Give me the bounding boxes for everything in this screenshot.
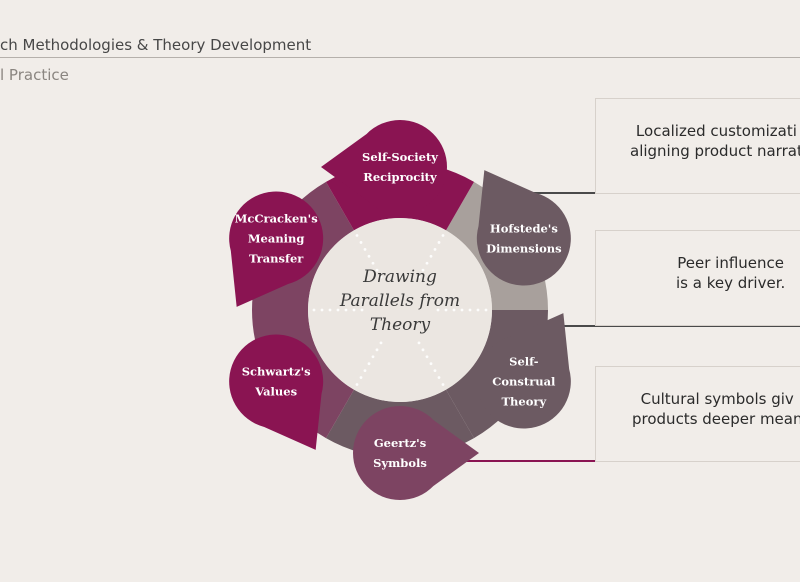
hub-dot	[436, 308, 440, 312]
hub-dot	[425, 261, 429, 265]
petal-1	[476, 170, 571, 286]
hub-dot	[468, 308, 472, 312]
petal-label-line: Transfer	[249, 252, 304, 266]
hub-dot	[355, 383, 359, 386]
hub-dot	[452, 308, 456, 312]
hub-dot	[363, 369, 367, 373]
hub-dot	[429, 254, 433, 258]
hub-dot	[417, 275, 421, 279]
hub-dot	[441, 234, 445, 237]
hub-dot	[375, 268, 379, 272]
hub-dot	[371, 261, 375, 265]
petal-label-line: Reciprocity	[363, 170, 437, 184]
petal-label-line: Geertz's	[374, 436, 426, 450]
hub-dot	[320, 308, 324, 312]
petal-label-line: Construal	[492, 375, 556, 389]
hub-dot	[360, 308, 364, 312]
hub-dot	[421, 268, 425, 272]
callout-text-3: Cultural symbols giv products deeper mea…	[632, 390, 800, 428]
petal-label-line: Values	[254, 385, 297, 399]
hub-dot	[476, 308, 480, 312]
petal-5	[229, 191, 324, 307]
hub-dot	[336, 308, 340, 312]
petal-label-line: Schwartz's	[242, 365, 311, 379]
hub-dot	[379, 275, 383, 279]
petal-3	[353, 406, 479, 501]
hub-dot	[484, 308, 488, 312]
center-title-line: Parallels from	[339, 291, 460, 311]
hub-dot	[355, 234, 359, 237]
callout-box-3: Cultural symbols giv products deeper mea…	[595, 366, 800, 462]
hub-dot	[429, 362, 433, 366]
hub-dot	[417, 341, 421, 345]
petal-label-line: Hofstede's	[490, 222, 558, 236]
petal-2	[476, 313, 571, 429]
petal-label-line: Dimensions	[486, 242, 562, 256]
hub-circle	[308, 218, 492, 402]
petal-label-line: Self-Society	[362, 150, 438, 164]
hub-dot	[425, 355, 429, 359]
slide-subtitle: l Practice	[0, 66, 69, 84]
hub-dot	[433, 369, 437, 373]
hub-dot	[437, 376, 441, 379]
center-title-line: Theory	[370, 315, 431, 335]
petal-label-line: Meaning	[248, 232, 305, 246]
petal-label-line: Theory	[502, 395, 547, 409]
hub-dot	[437, 241, 441, 244]
petal-6	[321, 119, 447, 214]
hub-dot	[421, 348, 425, 352]
hub-dot	[367, 254, 371, 258]
petal-label-line: McCracken's	[235, 212, 318, 226]
hub-dot	[352, 308, 356, 312]
petal-4	[229, 334, 324, 450]
hub-dot	[359, 241, 363, 244]
callout-text-2: Peer influence is a key driver.	[676, 254, 786, 292]
connector-line-1	[514, 192, 800, 201]
hub-dot	[444, 308, 448, 312]
hub-dot	[367, 362, 371, 366]
petal-label-line: Symbols	[373, 456, 427, 470]
hub-dot	[359, 376, 363, 379]
petal-label-line: Self-	[509, 355, 539, 369]
center-title-line: Drawing	[362, 267, 437, 287]
callout-text-1: Localized customizati aligning product n…	[630, 122, 800, 160]
slide-title: ch Methodologies & Theory Development	[0, 36, 312, 54]
hub-dot	[379, 341, 383, 345]
hub-dot	[312, 308, 316, 312]
callout-box-2: Peer influence is a key driver.	[595, 230, 800, 326]
hub-dot	[375, 348, 379, 352]
hub-dot	[328, 308, 332, 312]
callout-box-1: Localized customizati aligning product n…	[595, 98, 800, 194]
header-divider	[0, 57, 800, 58]
hub-dot	[344, 308, 348, 312]
hub-dot	[460, 308, 464, 312]
hub-dot	[433, 247, 437, 251]
hub-dot	[441, 383, 445, 386]
hub-dot	[371, 355, 375, 359]
hub-dot	[363, 247, 367, 251]
